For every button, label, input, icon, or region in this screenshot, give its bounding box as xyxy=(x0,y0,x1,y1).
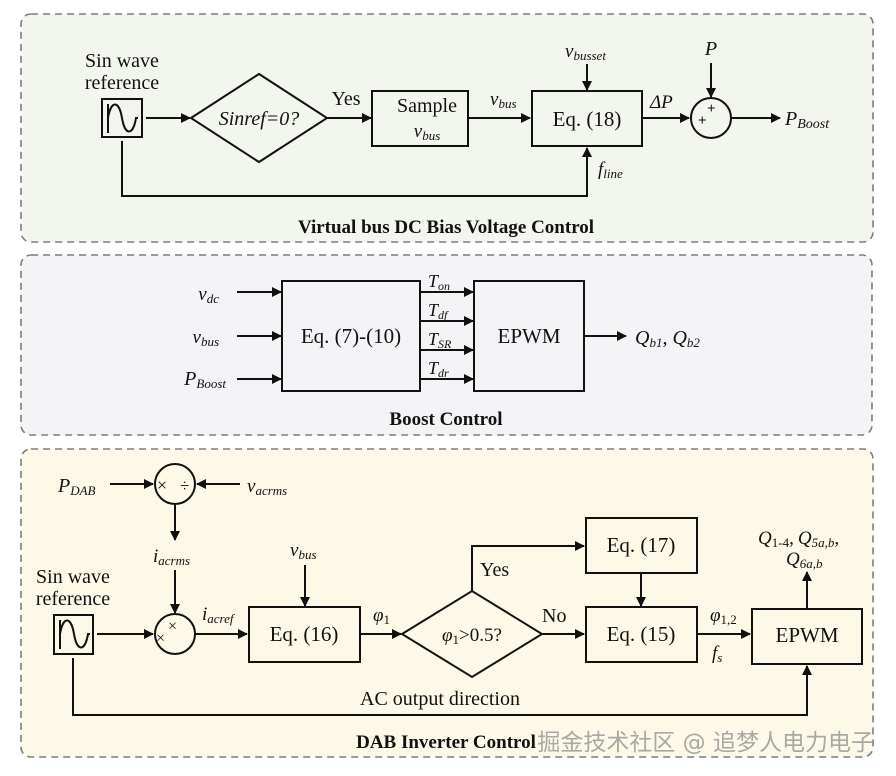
eq18-label: Eq. (18) xyxy=(553,107,622,131)
sine-wave-icon xyxy=(101,98,143,138)
boost-input-vbus: vbus xyxy=(193,327,220,349)
panel3-title: DAB Inverter Control xyxy=(356,732,536,753)
arrow-yes-to-eq17 xyxy=(471,541,585,591)
vbusset-label: vbusset xyxy=(565,41,606,63)
panel2-frame xyxy=(20,254,873,436)
iacref-label: iacref xyxy=(202,604,236,626)
arrow-ac-direction xyxy=(72,658,812,716)
yes-label: Yes xyxy=(331,88,360,110)
panel1-title: Virtual bus DC Bias Voltage Control xyxy=(298,217,594,238)
decision-phi1-text: φ1>0.5? xyxy=(442,625,502,647)
ac-direction-label: AC output direction xyxy=(360,688,520,710)
eq15-label: Eq. (15) xyxy=(607,622,676,646)
eq7-10-block xyxy=(281,280,421,392)
sample-label: Sample xyxy=(397,95,457,117)
phi12-label: φ1,2 xyxy=(710,605,737,627)
eq17-label: Eq. (17) xyxy=(607,533,676,557)
signal-tdf: Tdf xyxy=(428,300,449,322)
arrow-fline-feedback xyxy=(121,141,592,197)
decision-sinref-text: Sinref=0? xyxy=(219,108,300,130)
dab-sin-ref-label-2: reference xyxy=(36,588,110,610)
panel-boost-control: vdc vbus PBoost Eq. (7)-(10) Ton Tdf TSR… xyxy=(20,254,873,436)
panel-virtual-bus-dc-bias: Sin wave reference Sinref=0? Yes Sample … xyxy=(20,13,874,243)
boost-input-vdc: vdc xyxy=(198,284,219,306)
signal-tdr: Tdr xyxy=(428,358,449,380)
pboost-output-label: PBoost xyxy=(784,108,830,132)
dab-yes-label: Yes xyxy=(480,559,509,581)
sample-vbus-label: vbus xyxy=(414,121,441,143)
panel-dab-inverter-control: PDAB × ÷ vacrms iacrms Sin wave referenc… xyxy=(20,448,874,758)
mult-sign-left: × xyxy=(156,630,165,647)
dab-sin-ref-label-1: Sin wave xyxy=(36,566,110,588)
vacrms-label: vacrms xyxy=(247,476,287,498)
panel1-frame xyxy=(20,13,874,243)
pdab-label: PDAB xyxy=(57,475,96,498)
boost-epwm-label: EPWM xyxy=(498,324,561,348)
dab-epwm-label: EPWM xyxy=(776,623,839,647)
watermark: 掘金技术社区 @ 追梦人电力电子 xyxy=(537,730,874,756)
dab-sine-wave-icon xyxy=(53,614,94,655)
P-label: P xyxy=(704,38,717,60)
sin-ref-label-1: Sin wave xyxy=(85,50,159,72)
dab-output-line2: Q6a,b xyxy=(786,549,823,571)
eq16-label: Eq. (16) xyxy=(270,622,339,646)
fline-label: fline xyxy=(598,159,623,181)
no-label: No xyxy=(542,605,566,627)
signal-ton: Ton xyxy=(428,271,450,293)
mult-sign-top: × xyxy=(168,618,177,635)
div-sign: ÷ xyxy=(180,476,189,495)
boost-output-label: Qb1, Qb2 xyxy=(635,327,700,350)
vbus-signal-label: vbus xyxy=(490,89,517,111)
panel2-title: Boost Control xyxy=(389,409,502,430)
plus-left: + xyxy=(698,113,707,129)
sin-ref-label-2: reference xyxy=(85,72,159,94)
eq7-10-label: Eq. (7)-(10) xyxy=(301,324,401,348)
mult-sign: × xyxy=(157,475,167,495)
signal-tsr: TSR xyxy=(428,329,452,351)
phi1-label: φ1 xyxy=(373,605,390,627)
panel3-frame xyxy=(20,448,874,758)
iacrms-label: iacrms xyxy=(153,546,190,568)
dab-vbus-label: vbus xyxy=(290,540,317,562)
boost-input-pboost: PBoost xyxy=(183,368,226,391)
dab-output-line1: Q1-4,Q5a,b, xyxy=(758,528,839,550)
fs-label: fs xyxy=(712,643,722,665)
deltaP-label: ΔP xyxy=(649,92,673,113)
plus-top: + xyxy=(707,101,716,117)
